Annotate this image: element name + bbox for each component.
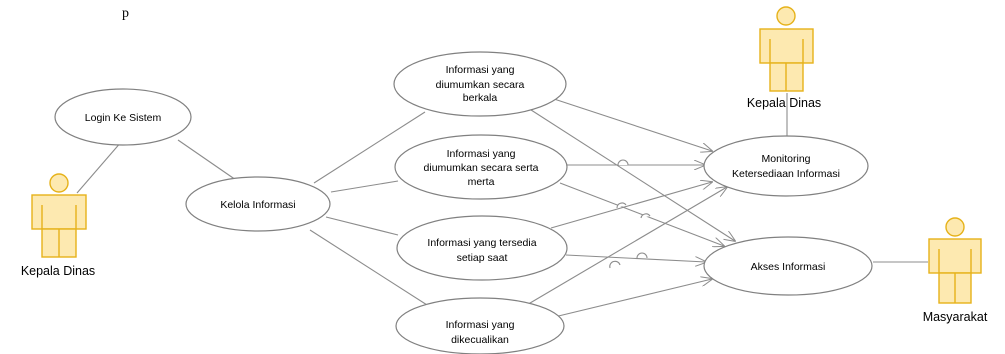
use-case-berkala-line-1: Informasi yang: [446, 64, 515, 76]
actor-head: [945, 217, 965, 237]
use-case-sertamerta: Informasi yang diumumkan secara serta me…: [394, 134, 568, 200]
use-case-berkala: Informasi yang diumumkan secara berkala: [393, 51, 567, 117]
use-case-setiapsaat: Informasi yang tersedia setiap saat: [396, 215, 568, 281]
actor-kepala-dinas-left-label: Kepala Dinas: [21, 264, 95, 278]
associations: [76, 93, 928, 313]
assoc-login-kelola: [177, 139, 237, 181]
hop-2: [616, 202, 627, 209]
assoc-kelola-dikecualikan: [309, 229, 439, 313]
actor-masyarakat-label: Masyarakat: [923, 310, 988, 324]
edge-berkala-monitoring: [547, 96, 712, 151]
hop-5: [609, 260, 621, 269]
use-case-sertamerta-line-2: diumumkan secara serta: [424, 162, 539, 174]
assoc-actor-left-login: [76, 140, 123, 194]
directed-edges: [524, 96, 735, 320]
assoc-kelola-setiapsaat: [325, 216, 399, 236]
assoc-kelola-berkala: [313, 111, 426, 184]
use-case-login-label: Login Ke Sistem: [85, 112, 162, 124]
actor-head: [49, 173, 69, 193]
use-case-dikecualikan: Informasi yang dikecualikan: [395, 297, 565, 354]
use-case-dikecualikan-line-1: Informasi yang: [446, 319, 515, 331]
use-case-dikecualikan-line-2: dikecualikan: [451, 334, 509, 346]
actor-kepala-dinas-top: [759, 6, 814, 92]
actor-kepala-dinas-top-label: Kepala Dinas: [747, 96, 821, 110]
use-case-monitoring-line-1: Monitoring: [761, 153, 810, 165]
use-case-monitoring-line-2: Ketersediaan Informasi: [732, 168, 840, 180]
hop-4: [636, 252, 648, 259]
actor-kepala-dinas-left: [31, 173, 87, 258]
assoc-kelola-sertamerta: [330, 180, 399, 193]
use-case-akses-label: Akses Informasi: [751, 261, 826, 273]
use-case-kelola: Kelola Informasi: [185, 176, 331, 232]
top-caption: p: [122, 6, 129, 21]
use-case-monitoring: Monitoring Ketersediaan Informasi: [703, 135, 869, 197]
use-case-setiapsaat-line-2: setiap saat: [457, 252, 508, 264]
hop-3: [640, 213, 651, 219]
edge-setiapsaat-monitoring: [550, 182, 712, 229]
actor-masyarakat: [928, 217, 982, 304]
edge-berkala-akses: [527, 107, 735, 241]
edge-sertamerta-akses: [559, 182, 724, 246]
use-case-kelola-label: Kelola Informasi: [220, 199, 295, 211]
actor-head: [776, 6, 796, 26]
use-case-berkala-line-2: diumumkan secara: [436, 79, 525, 91]
edge-dikecualikan-monitoring: [524, 187, 727, 307]
use-case-login: Login Ke Sistem: [54, 88, 192, 146]
hop-1: [617, 159, 629, 166]
use-case-sertamerta-line-1: Informasi yang: [447, 148, 516, 160]
edge-dikecualikan-akses: [545, 279, 712, 320]
edge-setiapsaat-akses: [565, 254, 706, 262]
use-case-berkala-line-3: berkala: [463, 92, 498, 104]
actor-torso: [31, 194, 87, 230]
actor-torso: [759, 28, 814, 64]
line-jumps: [609, 159, 651, 269]
actor-torso: [928, 238, 982, 274]
use-case-sertamerta-line-3: merta: [468, 176, 495, 188]
use-case-akses: Akses Informasi: [703, 236, 873, 296]
use-case-setiapsaat-line-1: Informasi yang tersedia: [427, 237, 536, 249]
